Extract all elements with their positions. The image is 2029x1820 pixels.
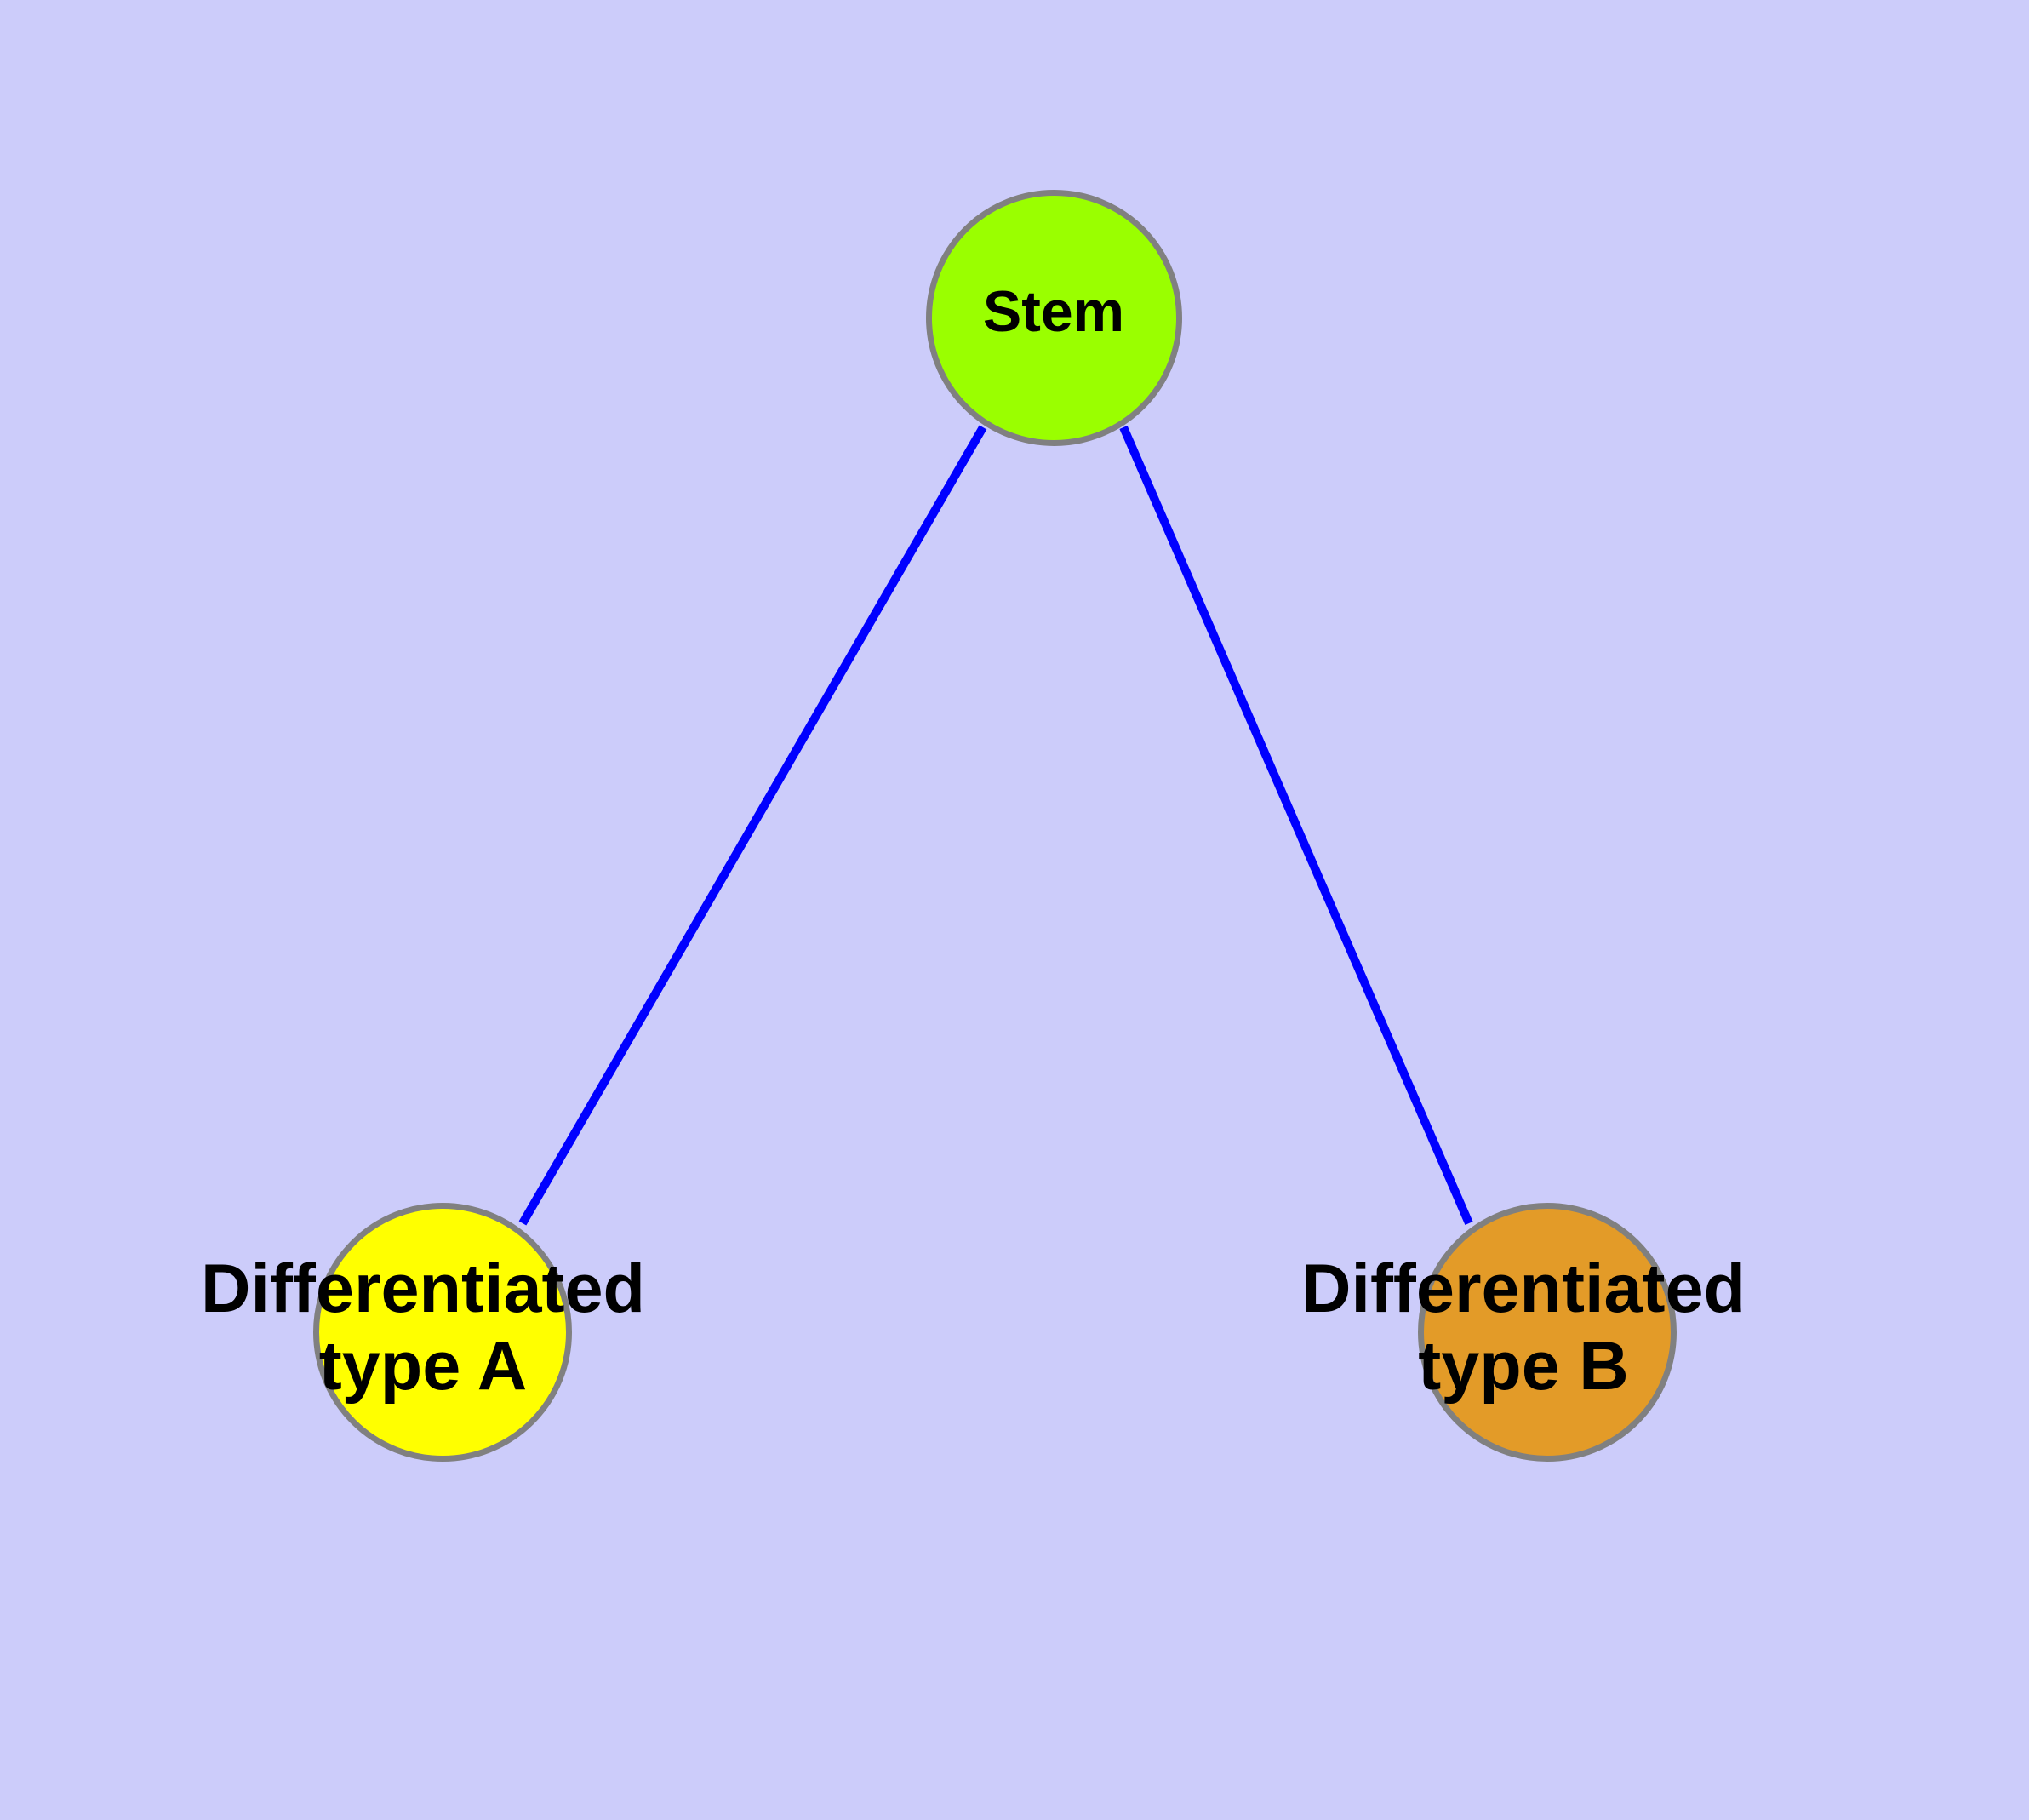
node-differentiated-type-a[interactable] <box>313 1203 572 1462</box>
edge-stem-to-diff-a <box>518 425 987 1226</box>
edge-stem-to-diff-b <box>1119 426 1473 1225</box>
node-differentiated-type-b[interactable] <box>1418 1203 1677 1462</box>
node-stem[interactable] <box>926 190 1182 446</box>
